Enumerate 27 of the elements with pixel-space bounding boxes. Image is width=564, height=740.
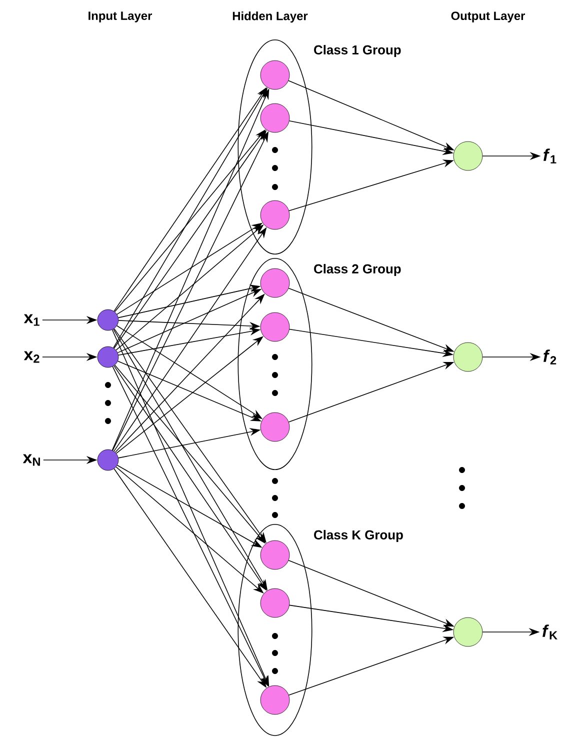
output-label: f$_{2}$: [544, 350, 556, 364]
neuron-circle: [260, 312, 290, 342]
neuron-circle: [260, 103, 290, 133]
output-label: f$_{1}$: [544, 148, 556, 164]
output-label: f$_{K}$: [542, 624, 558, 640]
neuron-circle: [453, 617, 483, 647]
neuron-circle: [97, 309, 119, 331]
layer-heading: Hidden Layer: [232, 11, 308, 23]
neuron-circle: [260, 268, 290, 298]
neuron-circle: [97, 346, 119, 368]
input-label: x$_{2}$: [24, 351, 40, 363]
neuron-circle: [260, 60, 290, 90]
neuron-circle: [97, 449, 119, 471]
neuron-circle: [260, 540, 290, 570]
neuron-circle: [260, 685, 290, 715]
layer-heading: Input Layer: [88, 12, 152, 22]
group-heading: Class K Group: [314, 530, 403, 542]
group-heading: Class 2 Group: [314, 264, 401, 276]
neuron-circle: [260, 412, 290, 442]
neuron-circle: [453, 342, 483, 372]
neuron-circle: [260, 588, 290, 618]
input-label: x$_{N}$: [22, 454, 40, 466]
group-heading: Class 1 Group: [314, 44, 401, 58]
layer-heading: Output Layer: [451, 12, 525, 22]
input-label: x$_{1}$: [24, 314, 40, 326]
neuron-circle: [260, 200, 290, 230]
neuron-circle: [453, 141, 483, 171]
